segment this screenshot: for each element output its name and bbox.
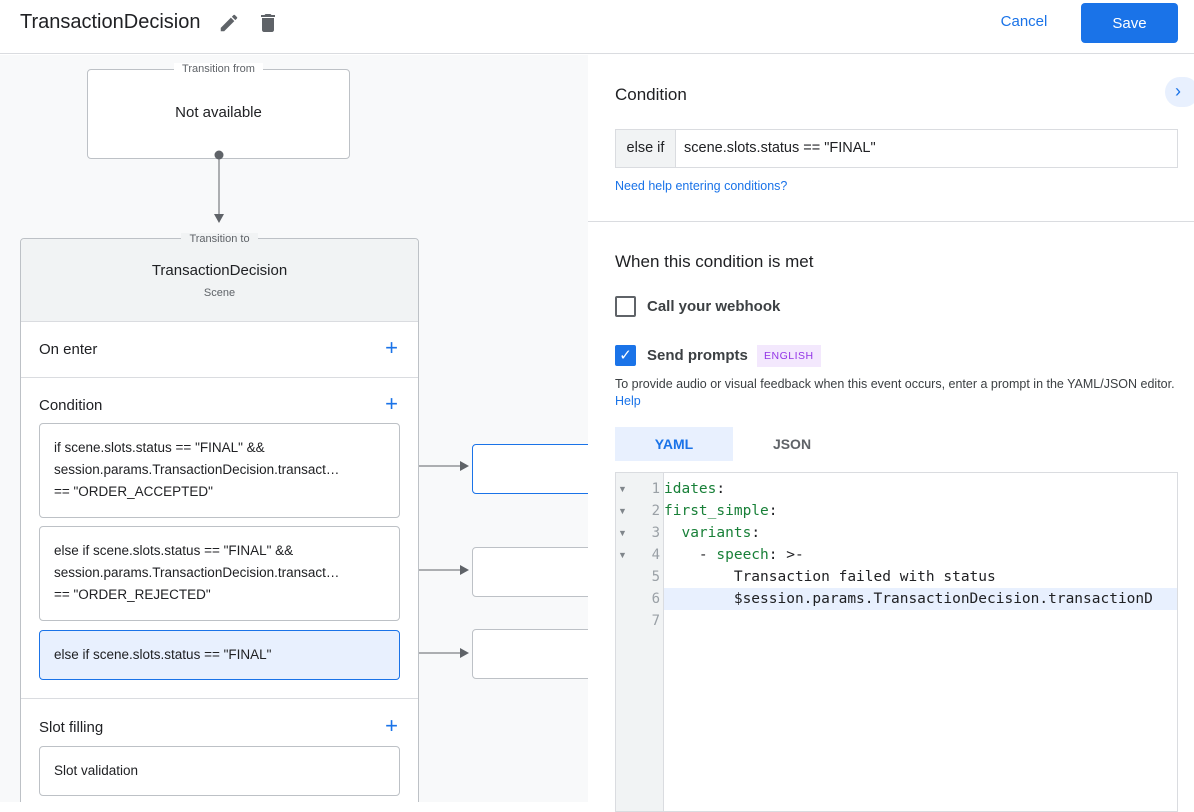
- transition-target-3[interactable]: [472, 629, 588, 679]
- condition-prefix: else if: [616, 130, 676, 167]
- flow-canvas: Transition from Not available Transition…: [0, 55, 588, 802]
- on-enter-section[interactable]: On enter +: [21, 321, 418, 377]
- pencil-icon[interactable]: [218, 12, 240, 34]
- add-on-enter-icon[interactable]: +: [385, 335, 398, 360]
- save-button[interactable]: Save: [1081, 3, 1178, 43]
- help-conditions-link[interactable]: Need help entering conditions?: [615, 179, 788, 193]
- condition-met-title: When this condition is met: [615, 252, 814, 271]
- condition-input[interactable]: else if scene.slots.status == "FINAL": [615, 129, 1178, 168]
- code-text: idates:: [664, 481, 726, 497]
- fold-arrow-icon[interactable]: ▼: [618, 484, 627, 494]
- transition-from-box: Transition from Not available: [87, 63, 350, 159]
- trash-icon[interactable]: [256, 11, 280, 35]
- scene-name: TransactionDecision: [151, 262, 288, 279]
- line-number: 5: [651, 569, 660, 585]
- code-line: 6 $session.params.TransactionDecision.tr…: [652, 588, 1177, 610]
- header: TransactionDecision Cancel Save: [0, 0, 1194, 54]
- description-text: To provide audio or visual feedback when…: [615, 377, 1175, 391]
- prompt-description: To provide audio or visual feedback when…: [615, 376, 1175, 410]
- fold-arrow-icon[interactable]: ▼: [618, 528, 627, 538]
- condition-item[interactable]: else if scene.slots.status == "FINAL" &&…: [39, 526, 400, 621]
- condition-line: session.params.TransactionDecision.trans…: [54, 462, 340, 477]
- transition-target-1[interactable]: [472, 444, 588, 494]
- code-text: Transaction failed with status: [733, 569, 996, 585]
- slot-validation-label: Slot validation: [54, 763, 139, 778]
- scene-card: Transition to TransactionDecision Scene …: [20, 233, 419, 802]
- line-number: 7: [651, 613, 660, 629]
- code-line: 5 Transaction failed with status: [616, 566, 1177, 588]
- code-text: - speech: >-: [664, 547, 804, 563]
- add-slot-icon[interactable]: +: [385, 713, 398, 738]
- help-link[interactable]: Help: [615, 394, 641, 408]
- transition-from-legend: Transition from: [174, 63, 263, 75]
- send-prompts-label: Send prompts: [647, 347, 748, 364]
- condition-line: if scene.slots.status == "FINAL" &&: [54, 440, 265, 455]
- webhook-label: Call your webhook: [647, 298, 781, 315]
- line-number: 6: [651, 591, 660, 607]
- transition-to-legend: Transition to: [181, 233, 258, 245]
- slot-validation-item[interactable]: Slot validation: [39, 746, 400, 796]
- code-text: first_simple:: [664, 503, 778, 519]
- webhook-checkbox[interactable]: [615, 296, 636, 317]
- language-badge: ENGLISH: [757, 345, 821, 367]
- code-line: 7: [616, 610, 1177, 632]
- condition-label: Condition: [39, 397, 103, 414]
- line-number: 3: [651, 525, 660, 541]
- condition-item-selected[interactable]: else if scene.slots.status == "FINAL": [39, 630, 400, 680]
- cancel-button[interactable]: Cancel: [990, 8, 1058, 36]
- condition-panel: › Condition else if scene.slots.status =…: [588, 55, 1194, 812]
- slot-filling-label: Slot filling: [39, 719, 104, 736]
- send-prompts-checkbox[interactable]: ✓: [615, 345, 636, 366]
- add-condition-icon[interactable]: +: [385, 391, 398, 416]
- fold-arrow-icon[interactable]: ▼: [618, 506, 627, 516]
- condition-line: == "ORDER_ACCEPTED": [54, 484, 213, 499]
- scene-type: Scene: [203, 287, 236, 299]
- code-text: variants:: [681, 525, 761, 541]
- condition-line: else if scene.slots.status == "FINAL": [54, 647, 272, 662]
- page-title: TransactionDecision: [20, 11, 201, 33]
- code-line: ▼ 4 - speech: >-: [616, 544, 1177, 566]
- condition-title: Condition: [615, 85, 687, 104]
- condition-line: session.params.TransactionDecision.trans…: [54, 565, 340, 580]
- on-enter-label: On enter: [39, 341, 98, 358]
- slot-filling-section: Slot filling + Slot validation: [21, 698, 418, 802]
- condition-item[interactable]: if scene.slots.status == "FINAL" && sess…: [39, 423, 400, 518]
- condition-value[interactable]: scene.slots.status == "FINAL": [684, 140, 876, 156]
- line-number: 4: [651, 547, 660, 563]
- code-line: ▼ 3 variants:: [616, 522, 1177, 544]
- tab-json[interactable]: JSON: [772, 436, 812, 452]
- condition-section: Condition + if scene.slots.status == "FI…: [21, 377, 418, 698]
- line-number: 1: [651, 481, 660, 497]
- condition-line: else if scene.slots.status == "FINAL" &&: [54, 543, 294, 558]
- condition-line: == "ORDER_REJECTED": [54, 587, 211, 602]
- line-number: 2: [651, 503, 660, 519]
- code-text: $session.params.TransactionDecision.tran…: [733, 591, 1153, 607]
- transition-target-2[interactable]: [472, 547, 588, 597]
- tab-yaml[interactable]: YAML: [615, 427, 733, 461]
- transition-from-value: Not available: [175, 104, 262, 121]
- fold-arrow-icon[interactable]: ▼: [618, 550, 627, 560]
- collapse-chevron-icon[interactable]: ›: [1165, 77, 1194, 107]
